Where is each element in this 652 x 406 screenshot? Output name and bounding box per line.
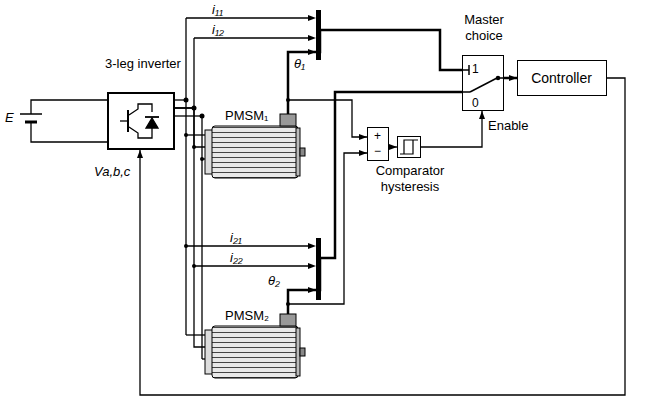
signal-connector bbox=[288, 100, 367, 137]
drawing-stroke bbox=[462, 91, 470, 93]
current-taps bbox=[186, 18, 310, 266]
signal-connector bbox=[504, 77, 517, 80]
drawing-stroke bbox=[185, 18, 186, 335]
drawing-stroke bbox=[400, 140, 418, 154]
drawing-stroke bbox=[146, 118, 158, 128]
drawing-stroke bbox=[184, 133, 188, 137]
hysteresis-symbol bbox=[400, 140, 418, 154]
mux-bars bbox=[308, 10, 321, 300]
voltage-label: E bbox=[5, 110, 14, 125]
drawing-stroke bbox=[497, 77, 500, 80]
drawing-stroke bbox=[296, 128, 300, 176]
drawing-stroke bbox=[31, 122, 107, 142]
signal-connector bbox=[288, 30, 462, 114]
drawing-stroke bbox=[31, 100, 107, 114]
motor-unit: PMSM₂ bbox=[205, 314, 305, 380]
inverter-box: 3-leg inverter bbox=[107, 92, 175, 150]
switch-box: Master choice10 bbox=[462, 55, 504, 111]
node-title: 3-leg inverter bbox=[97, 56, 189, 72]
drawing-stroke bbox=[308, 15, 316, 21]
drawing-stroke bbox=[308, 35, 316, 41]
signal-name: i₂₂ bbox=[230, 250, 243, 265]
drawing-stroke bbox=[120, 120, 128, 121]
drawing-stroke bbox=[296, 328, 300, 376]
signal-name: θ₂ bbox=[268, 273, 280, 288]
node-title: Controller bbox=[518, 70, 605, 86]
node-text: − bbox=[368, 143, 387, 159]
motor-drawing bbox=[205, 314, 305, 378]
drawing-stroke bbox=[129, 104, 152, 115]
signal-connector bbox=[389, 146, 397, 147]
signal-connector bbox=[288, 92, 462, 314]
drawing-stroke bbox=[145, 116, 159, 118]
drawing-stroke bbox=[280, 114, 296, 126]
drawing-stroke bbox=[308, 243, 316, 249]
edge-label: Enable bbox=[488, 118, 528, 133]
signal-name: θ₁ bbox=[294, 56, 305, 71]
controller-box: Controller bbox=[517, 60, 607, 96]
signal-connector bbox=[421, 111, 482, 147]
drawing-stroke bbox=[308, 263, 316, 269]
node-title: PMSM₁ bbox=[225, 108, 285, 124]
drawing-stroke bbox=[468, 65, 470, 75]
drawing-stroke bbox=[193, 38, 194, 108]
drawing-stroke bbox=[194, 265, 310, 266]
signal-connector bbox=[140, 78, 625, 395]
drawing-stroke bbox=[212, 326, 298, 378]
drawing-stroke bbox=[186, 17, 310, 18]
drawing-stroke bbox=[200, 114, 205, 119]
node-text: 1 bbox=[472, 61, 486, 77]
signal-name: i₁₂ bbox=[212, 22, 224, 37]
signal-name: Va,b,c bbox=[94, 164, 130, 179]
node-title: Master choice bbox=[445, 12, 523, 44]
signal-connector bbox=[175, 108, 205, 147]
signal-connector bbox=[288, 153, 367, 314]
battery-symbol bbox=[20, 100, 107, 142]
node-title: + bbox=[368, 128, 387, 144]
drawing-stroke bbox=[175, 115, 202, 116]
igbt-symbol bbox=[120, 104, 159, 138]
drawing-stroke bbox=[462, 69, 469, 71]
drawing-stroke bbox=[200, 157, 204, 161]
drawing-stroke bbox=[280, 314, 296, 326]
node-title: Comparator hysteresis bbox=[366, 163, 454, 195]
signal-name: i₁₁ bbox=[212, 2, 223, 17]
switch-symbol bbox=[462, 65, 504, 92]
drawing-stroke bbox=[300, 148, 305, 156]
drawing-stroke bbox=[194, 37, 310, 38]
motor-unit: PMSM₁ bbox=[205, 114, 305, 180]
node-title: PMSM₂ bbox=[225, 308, 285, 324]
drawing-stroke bbox=[184, 98, 189, 103]
node-text: 0 bbox=[472, 95, 486, 111]
sum-block: +− bbox=[367, 127, 389, 161]
drawing-stroke bbox=[201, 116, 202, 359]
signal-name: i₂₁ bbox=[230, 230, 242, 245]
signal-connector bbox=[175, 108, 205, 347]
hysteresis-block: Comparator hysteresis bbox=[397, 136, 421, 158]
drawing-stroke bbox=[212, 126, 298, 178]
drawing-stroke bbox=[186, 245, 310, 246]
drawing-stroke bbox=[300, 348, 305, 356]
drawing-stroke bbox=[184, 244, 188, 248]
drawing-stroke bbox=[470, 78, 497, 92]
motor-drawing bbox=[205, 114, 305, 178]
